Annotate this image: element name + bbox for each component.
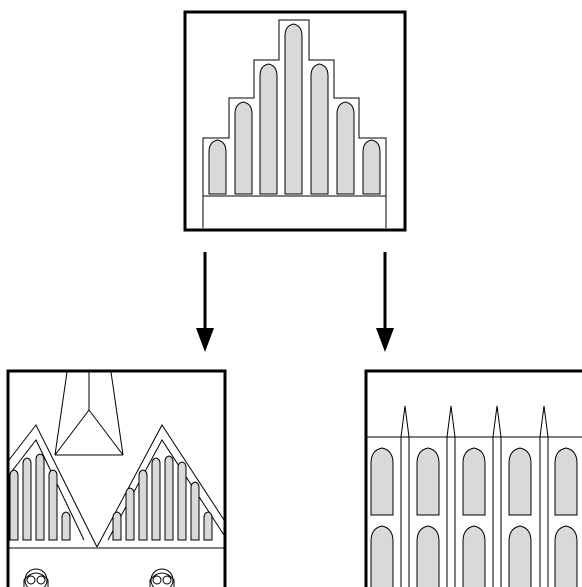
- pinnacle-3: [492, 405, 502, 438]
- rose-window-left: [23, 568, 49, 587]
- bay-lancet-lower-1: [370, 525, 394, 587]
- bay-lancet-lower-4: [508, 525, 532, 587]
- left-result-panel: [6, 369, 227, 587]
- pinnacle-1: [400, 405, 410, 438]
- bay-lancet-upper-5: [554, 447, 578, 516]
- gable-lancet-8: [138, 469, 148, 541]
- lancet-1: [208, 139, 227, 195]
- arrow-right-head: [376, 328, 394, 352]
- gable-lancet-2: [22, 457, 32, 541]
- gable-lancet-6: [112, 511, 122, 541]
- pinnacle-group: [400, 405, 549, 587]
- gable-lancet-7: [125, 487, 135, 541]
- arrow-left: [196, 252, 214, 352]
- bay-lancet-upper-3: [462, 447, 486, 516]
- bay-lancet-lower-2: [416, 525, 440, 587]
- right-result-panel: [364, 369, 582, 587]
- gable-lancet-1: [9, 469, 19, 541]
- lancet-3: [259, 63, 278, 195]
- lancet-group: [208, 23, 381, 195]
- arrow-right: [376, 252, 394, 352]
- gable-lancet-9: [151, 457, 161, 541]
- tower: [54, 371, 124, 456]
- gable-lancet-5: [61, 511, 71, 541]
- pinnacle-4: [539, 405, 549, 438]
- gable-lancet-4: [48, 469, 58, 541]
- lancet-6: [336, 101, 355, 195]
- bay-lancet-lower-5: [554, 525, 578, 587]
- arrow-left-head: [196, 328, 214, 352]
- lancet-5: [310, 63, 329, 195]
- stepped-outline: [202, 19, 387, 228]
- gable-lancet-10: [164, 455, 174, 541]
- lancet-4: [284, 23, 303, 195]
- pinnacle-2: [446, 405, 456, 438]
- bay-lancet-lower-3: [462, 525, 486, 587]
- gable-lancet-3: [35, 453, 45, 541]
- lancet-7: [362, 139, 381, 195]
- bay-lancet-upper-1: [370, 447, 394, 516]
- lancet-2: [234, 101, 253, 195]
- rose-window-right: [149, 568, 175, 587]
- gable-lancet-group: [9, 453, 213, 541]
- bay-lancet-group: [370, 447, 578, 587]
- gable-lancet-11: [177, 461, 187, 541]
- bay-lancet-upper-2: [416, 447, 440, 516]
- source-panel: [183, 10, 407, 232]
- gable-lancet-12: [190, 481, 200, 541]
- bay-lancet-upper-4: [508, 447, 532, 516]
- gable-left: [8, 424, 98, 548]
- gable-lancet-13: [203, 511, 213, 541]
